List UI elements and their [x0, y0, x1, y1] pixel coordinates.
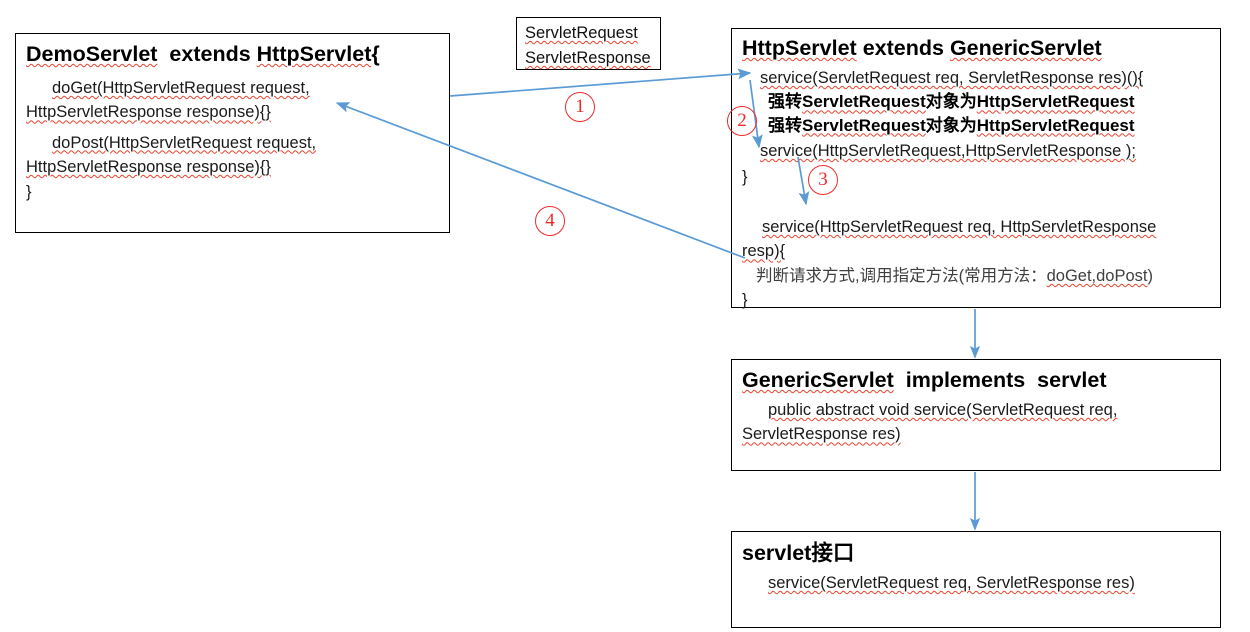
- demo-servlet-super-name: HttpServlet: [256, 42, 372, 66]
- cast-middle-2: 对象为: [925, 115, 977, 135]
- cast-prefix-2: 强转: [768, 115, 802, 135]
- annotation-number-4: 4: [535, 206, 565, 236]
- demo-servlet-box: DemoServlet extends HttpServlet{ doGet(H…: [15, 33, 450, 233]
- demo-servlet-doget-line-2: HttpServletResponse response){}: [26, 103, 271, 122]
- demo-servlet-doget-line-1: doGet(HttpServletRequest request,: [52, 78, 310, 97]
- generic-servlet-interface-name: servlet: [1037, 368, 1107, 392]
- http-servlet-cast-line-2: 强转ServletRequest对象为HttpServletRequest: [742, 114, 1210, 137]
- http-servlet-service-entry: service(ServletRequest req, ServletRespo…: [742, 66, 1210, 90]
- dispatch-comment-suffix: ): [1147, 266, 1154, 285]
- servlet-interface-box: servlet接口 service(ServletRequest req, Se…: [731, 531, 1221, 628]
- demo-servlet-class-name: DemoServlet: [26, 42, 158, 66]
- arrow-step-1: [449, 68, 752, 97]
- http-servlet-cast-line-1: 强转ServletRequest对象为HttpServletRequest: [742, 90, 1210, 113]
- servlet-interface-suffix: 接口: [811, 541, 855, 565]
- http-servlet-service-impl-cont: resp){: [742, 242, 786, 261]
- servlet-request-label: ServletRequest: [525, 24, 638, 42]
- http-servlet-service-dispatch: service(HttpServletRequest,HttpServletRe…: [760, 142, 1136, 161]
- http-servlet-box: HttpServlet extends GenericServlet servi…: [731, 28, 1221, 309]
- servlet-interface-name: servlet: [742, 541, 812, 565]
- cast-from-type-1: ServletRequest: [802, 92, 926, 112]
- http-servlet-dispatch-comment: 判断请求方式,调用指定方法(常用方法：doGet,doPost): [742, 264, 1210, 288]
- http-servlet-extends-keyword: extends: [862, 36, 944, 60]
- servlet-io-box: ServletRequest ServletResponse: [516, 17, 661, 70]
- cast-to-type-1: HttpServletRequest: [976, 92, 1135, 112]
- generic-servlet-service-line-2: ServletResponse res): [742, 425, 901, 444]
- generic-servlet-title: GenericServlet implements servlet: [742, 367, 1210, 394]
- annotation-number-2: 2: [727, 106, 757, 136]
- demo-servlet-dopost-line-2: HttpServletResponse response){}: [26, 158, 271, 177]
- dispatch-comment-text: 判断请求方式,调用指定方法(常用方法：: [756, 266, 1047, 285]
- demo-servlet-open-brace: {: [371, 42, 380, 66]
- http-servlet-service-entry-text: service(ServletRequest req, ServletRespo…: [760, 68, 1144, 87]
- servlet-interface-service-line: service(ServletRequest req, ServletRespo…: [768, 573, 1135, 592]
- dispatch-comment-methods: doGet,doPost: [1046, 266, 1148, 285]
- cast-to-type-2: HttpServletRequest: [976, 115, 1135, 135]
- generic-servlet-implements-keyword: implements: [905, 368, 1026, 392]
- demo-servlet-extends-keyword: extends: [169, 42, 251, 66]
- demo-servlet-dopost-line-1: doPost(HttpServletRequest request,: [52, 133, 317, 152]
- http-servlet-class-name: HttpServlet: [742, 36, 857, 60]
- servlet-response-label: ServletResponse: [525, 49, 651, 68]
- generic-servlet-box: GenericServlet implements servlet public…: [731, 359, 1221, 471]
- demo-servlet-title: DemoServlet extends HttpServlet{: [26, 41, 439, 68]
- generic-servlet-class-name: GenericServlet: [742, 368, 894, 392]
- servlet-interface-title: servlet接口: [742, 540, 1210, 567]
- cast-middle-1: 对象为: [925, 92, 977, 112]
- annotation-number-1: 1: [565, 92, 595, 122]
- cast-prefix-1: 强转: [768, 92, 802, 112]
- generic-servlet-service-line-1: public abstract void service(ServletRequ…: [768, 400, 1118, 419]
- cast-from-type-2: ServletRequest: [802, 115, 926, 135]
- http-servlet-service-impl: service(HttpServletRequest req, HttpServ…: [762, 218, 1157, 236]
- http-servlet-impl-close-brace: }: [742, 291, 748, 310]
- http-servlet-super-name: GenericServlet: [949, 36, 1102, 60]
- annotation-number-3: 3: [808, 165, 838, 195]
- http-servlet-title: HttpServlet extends GenericServlet: [742, 35, 1210, 62]
- demo-servlet-close-brace: }: [26, 182, 32, 201]
